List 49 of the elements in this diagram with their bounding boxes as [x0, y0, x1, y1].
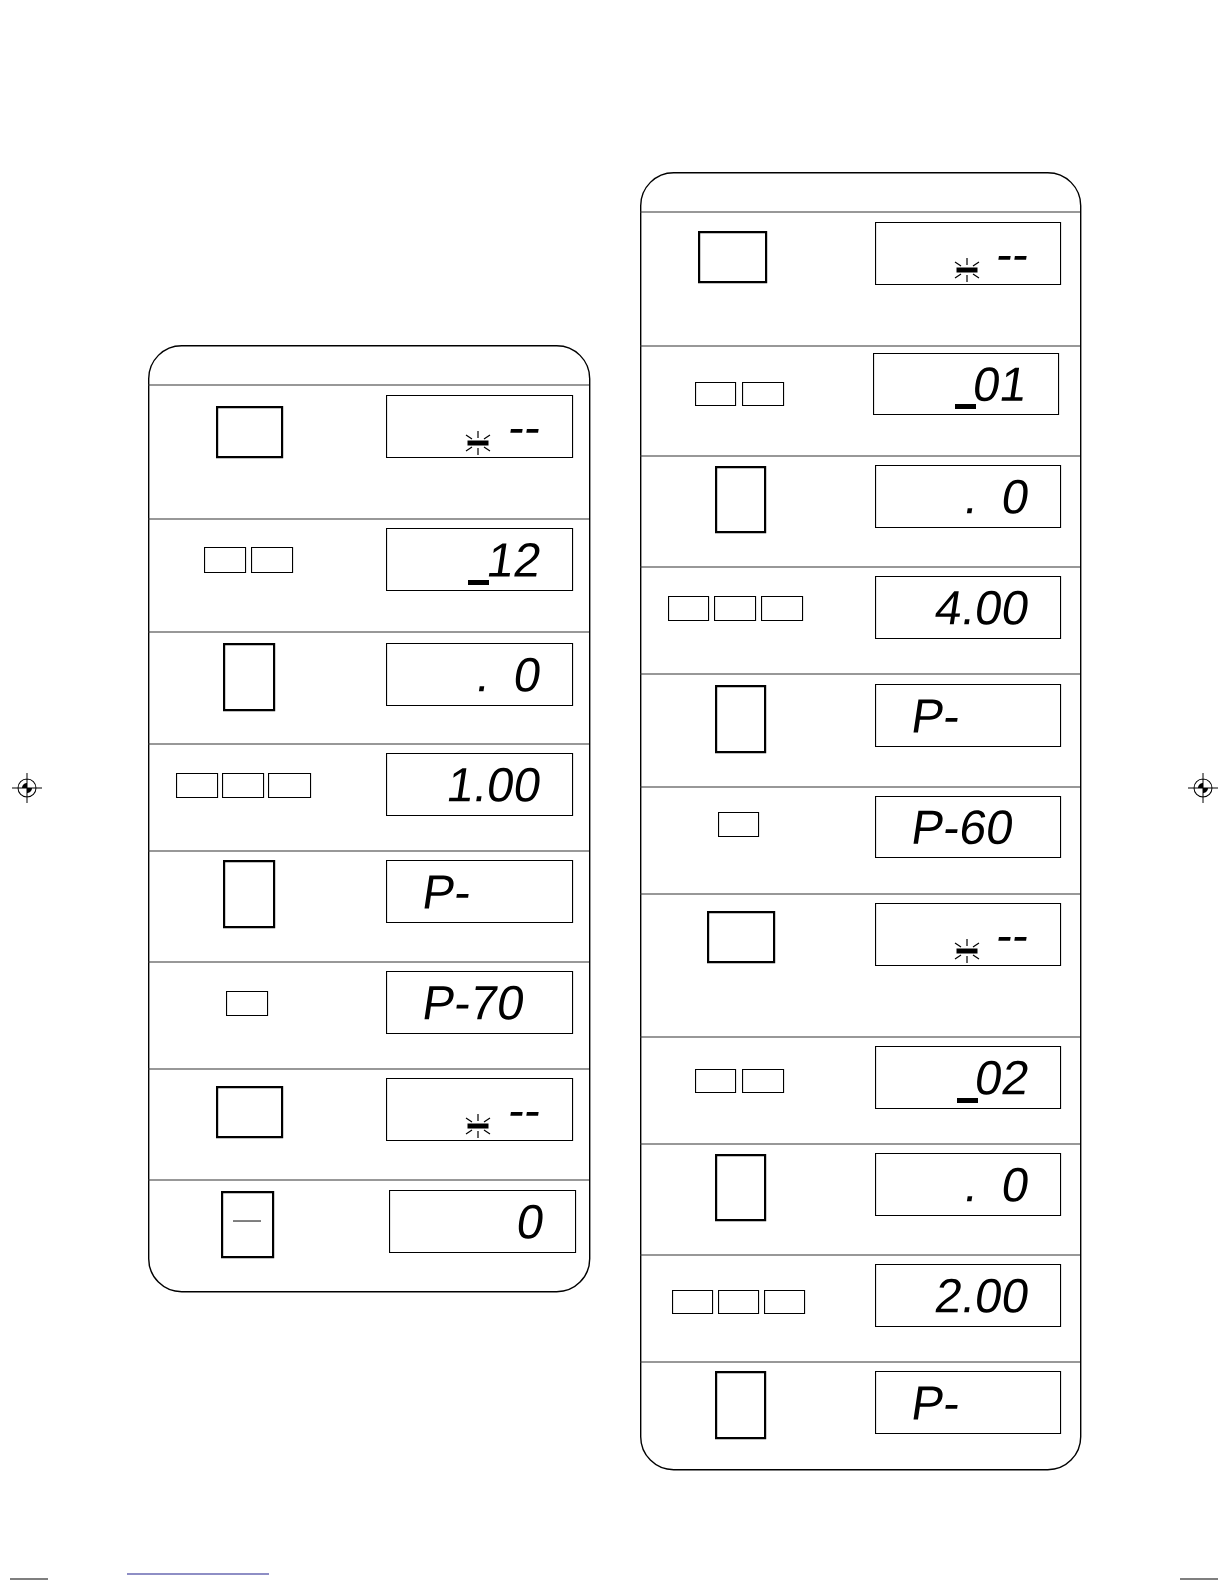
lcd-display: P- [875, 1371, 1062, 1435]
keypad-button [761, 596, 804, 622]
lcd-display: . 0 [875, 1153, 1062, 1217]
keypad-button [714, 596, 757, 622]
keypad-button [221, 1191, 275, 1259]
lcd-display: P- [386, 860, 574, 924]
keypad-button [742, 382, 785, 407]
lcd-display: -- [386, 395, 574, 459]
lcd-display: -- [386, 1078, 574, 1142]
lcd-display: 02 [875, 1046, 1062, 1110]
lcd-display: 1.00 [386, 753, 574, 817]
keypad-button [698, 231, 768, 284]
keypad-button [715, 1371, 767, 1440]
keypad-button [223, 643, 276, 712]
lcd-display: 12 [386, 528, 574, 592]
keypad-button [268, 773, 312, 799]
lcd-display: P-60 [875, 796, 1062, 859]
lcd-display: . 0 [875, 465, 1062, 529]
keypad-button [695, 382, 737, 407]
keypad-button [222, 773, 265, 799]
keypad-button [715, 685, 767, 754]
keypad-button [672, 1290, 714, 1315]
keypad-button [718, 812, 760, 838]
keypad-button [742, 1069, 785, 1094]
lcd-display: 0 [389, 1190, 577, 1254]
keypad-button [216, 1086, 284, 1139]
lcd-display: . 0 [386, 643, 574, 707]
keypad-button [176, 773, 219, 799]
keypad-button [764, 1290, 806, 1315]
keypad-button [695, 1069, 737, 1094]
lcd-display: 4.00 [875, 576, 1062, 640]
keypad-button [668, 596, 710, 622]
keypad-button [718, 1290, 760, 1315]
keypad-button [204, 547, 247, 574]
lcd-display: -- [875, 903, 1062, 967]
lcd-display: P-70 [386, 971, 574, 1035]
keypad-button [223, 860, 276, 929]
lcd-display: P- [875, 684, 1062, 748]
lcd-display: 01 [873, 353, 1060, 416]
instruction-panel [148, 345, 591, 1293]
keypad-button [707, 911, 776, 964]
instruction-panel [640, 172, 1082, 1471]
keypad-button [715, 1154, 767, 1222]
keypad-button [226, 991, 269, 1017]
keypad-button [715, 466, 767, 534]
lcd-display: 2.00 [875, 1264, 1062, 1328]
keypad-button [251, 547, 294, 574]
keypad-button [216, 406, 284, 459]
lcd-display: -- [875, 222, 1062, 286]
